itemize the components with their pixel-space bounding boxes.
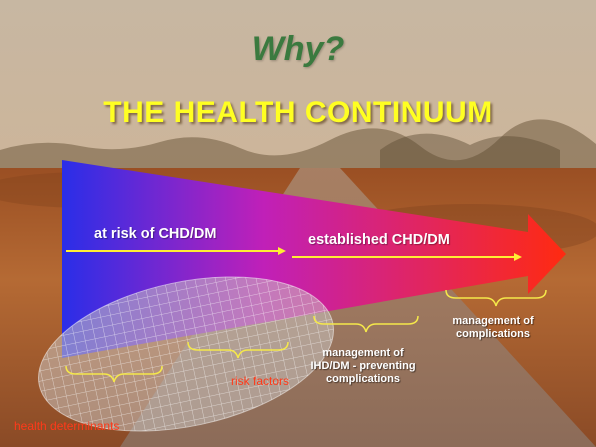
label-risk-factors: risk factors	[231, 374, 290, 388]
brace-health-determinants	[65, 365, 163, 383]
label-management-complications: management of complications	[452, 315, 534, 340]
slide-title: Why?	[251, 30, 345, 68]
brace-management-complications	[445, 289, 547, 307]
slide-heading: THE HEALTH CONTINUUM	[103, 96, 493, 129]
label-established: established CHD/DM	[308, 232, 450, 248]
determinants-ellipse	[38, 276, 334, 432]
label-management-ihd: management of IHD/DM - preventing compli…	[310, 347, 416, 385]
label-at-risk: at risk of CHD/DM	[94, 226, 217, 242]
brace-management-ihd	[313, 315, 419, 333]
brace-risk-factors	[187, 341, 289, 359]
label-health-determinants: health determinants	[14, 419, 120, 433]
